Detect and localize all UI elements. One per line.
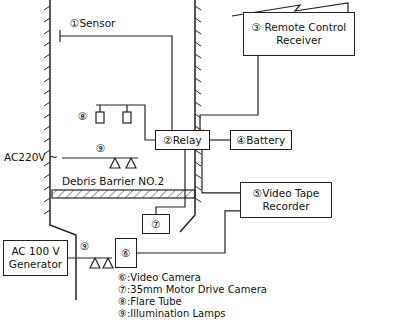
generator-wire	[68, 257, 112, 258]
bank-hatch	[195, 198, 201, 202]
bank-hatch	[44, 174, 50, 178]
bank-hatch	[195, 90, 201, 94]
bank-hatch	[44, 126, 50, 130]
callout-label: ⑨:Illumination Lamps	[118, 308, 226, 320]
bank-hatch	[44, 30, 50, 34]
lamp-symbol	[103, 258, 113, 268]
bank-hatch	[44, 90, 50, 94]
callout-label: AC220V ~	[4, 151, 58, 163]
bank-hatch	[195, 150, 201, 154]
bank-hatch	[44, 78, 50, 82]
device-label: ④Battery	[237, 134, 285, 147]
flare-hanger	[99, 105, 100, 112]
bank-hatch	[44, 54, 50, 58]
bank-hatch	[44, 186, 50, 190]
device-label: ⑤Video Tape Recorder	[244, 187, 328, 212]
flare-hanger	[126, 105, 127, 112]
bank-hatch	[195, 186, 201, 190]
bank-hatch	[195, 102, 201, 106]
lamp-symbol	[126, 158, 136, 168]
device-label: ③ Remote Control Receiver	[247, 21, 351, 46]
flare-tube	[123, 112, 131, 123]
device-box: ⑤Video Tape Recorder	[240, 182, 332, 218]
bank-hatch	[44, 138, 50, 142]
callout-label: ⑨	[80, 240, 89, 252]
bank-hatch	[195, 162, 201, 166]
signal-wire	[200, 56, 258, 130]
signal-wire	[202, 150, 240, 193]
bank-hatch	[195, 18, 201, 22]
lamp-symbol	[110, 158, 120, 168]
device-label: ⑥	[121, 247, 130, 260]
bank-hatch	[195, 42, 201, 46]
signal-wire	[137, 211, 240, 253]
sensor-mark	[59, 30, 60, 42]
lamp-symbol	[90, 258, 100, 268]
sensor-wire	[60, 36, 172, 131]
signal-wire	[210, 139, 230, 140]
callout-label: ⑥:Video Camera	[118, 272, 201, 284]
debris-barrier	[52, 190, 195, 198]
bank-hatch	[195, 6, 201, 10]
device-box: ⑥	[115, 238, 137, 268]
bank-hatch	[44, 66, 50, 70]
device-label: ②Relay	[163, 134, 201, 147]
device-label: AC 100 V Generator	[7, 245, 64, 270]
device-box: ⑦	[142, 214, 170, 234]
device-box: ④Battery	[230, 130, 292, 150]
bank-hatch	[44, 42, 50, 46]
bank-hatch	[195, 30, 201, 34]
bank-hatch	[195, 66, 201, 70]
device-label: ⑦	[151, 218, 160, 231]
callout-label: ①Sensor	[70, 17, 115, 29]
callout-label: ⑦:35mm Motor Drive Camera	[118, 284, 267, 296]
callout-label: ⑨	[96, 142, 105, 154]
flare-wire	[96, 105, 155, 140]
device-box: ③ Remote Control Receiver	[243, 12, 355, 56]
bank-hatch	[44, 6, 50, 10]
power-wire	[62, 157, 138, 158]
callout-label: ⑧	[78, 110, 87, 122]
device-box: AC 100 V Generator	[3, 240, 68, 276]
bank-hatch	[44, 18, 50, 22]
bank-hatch	[44, 114, 50, 118]
bank-hatch	[195, 174, 201, 178]
callout-label: ⑧:Flare Tube	[118, 296, 182, 308]
bank-hatch	[44, 210, 50, 214]
bank-hatch	[195, 54, 201, 58]
bank-hatch	[195, 78, 201, 82]
callout-label: Debris Barrier NO.2	[62, 175, 164, 187]
bank-hatch	[44, 102, 50, 106]
device-box: ②Relay	[155, 130, 210, 150]
bank-hatch	[44, 198, 50, 202]
flare-tube	[96, 112, 104, 123]
